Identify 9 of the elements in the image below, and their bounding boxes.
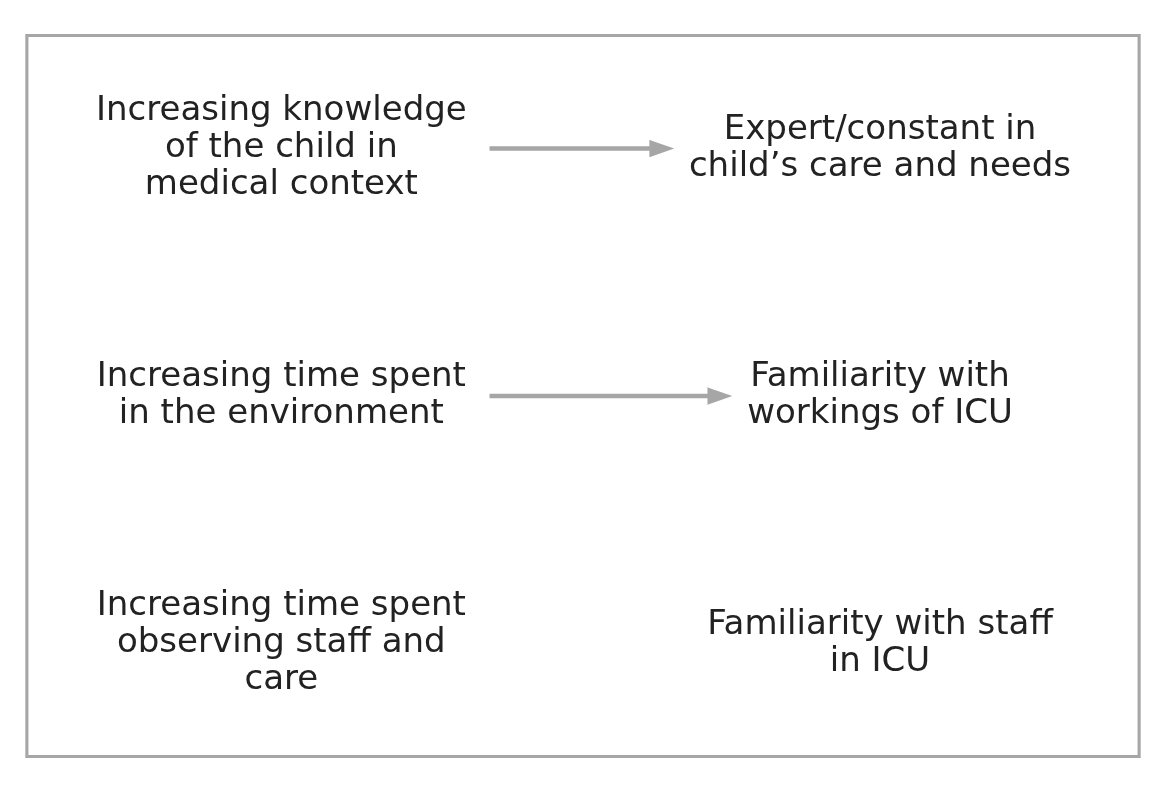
node-text: Increasing knowledge of the child in medical context [95, 88, 467, 203]
node-text: Expert/constant in child’s care and needs [688, 106, 1072, 184]
arrow [489, 387, 733, 405]
node-text: Familiarity with workings of ICU [747, 354, 1013, 432]
node-text: Increasing time spent in the environment [96, 354, 466, 432]
node-text: Familiarity with staff in ICU [707, 601, 1053, 679]
cluster [25, 34, 1141, 758]
arrow [489, 139, 675, 158]
node-text: Increasing time spent observing staff and care [96, 583, 466, 698]
